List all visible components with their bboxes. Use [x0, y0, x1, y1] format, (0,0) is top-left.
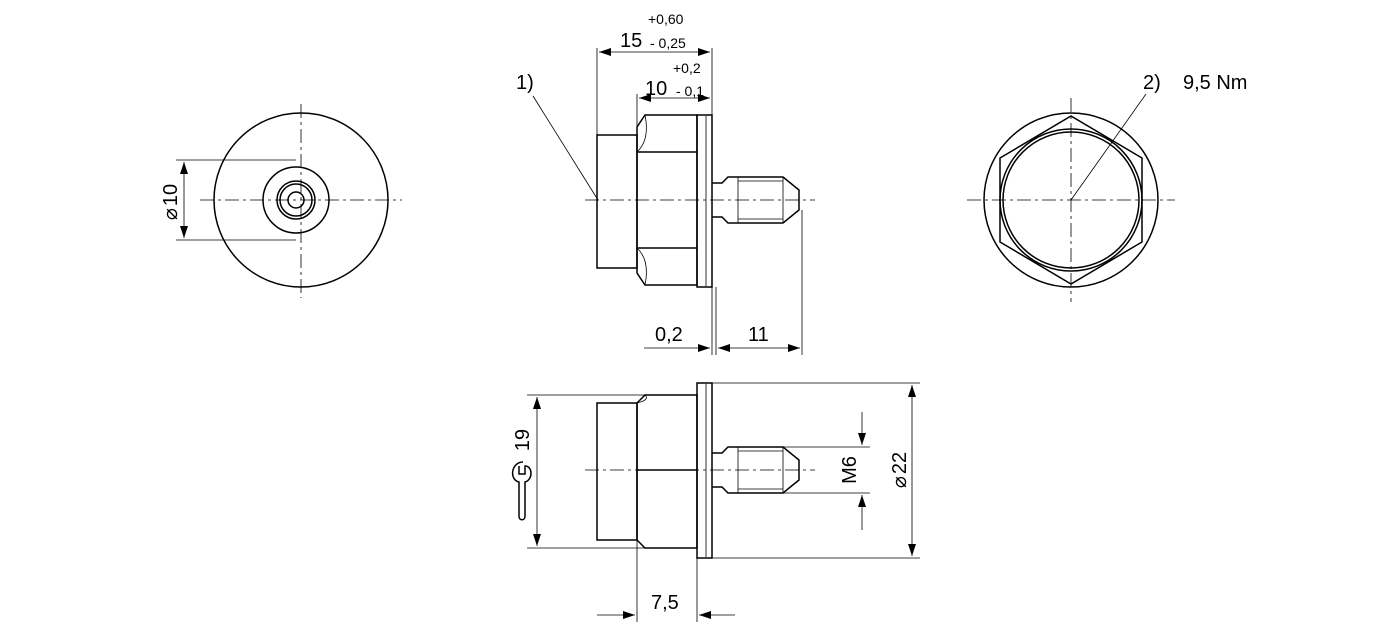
callout-1-label: 1): [516, 72, 534, 94]
side-view: 15 +0,60 - 0,25 10 +0,2 - 0,1 1) 0,2 11: [516, 11, 815, 355]
rear-view: 2) 9,5 Nm: [967, 72, 1247, 302]
wrench-icon: [511, 461, 532, 521]
dim-11-label: 11: [748, 324, 769, 346]
dim-10-label: 10: [645, 78, 667, 100]
callout-2-label: 2): [1143, 72, 1161, 94]
washer-rect: [696, 114, 713, 288]
dim-15-tol-lower: - 0,25: [650, 35, 686, 51]
dim-dia10-label: ⌀10: [160, 184, 182, 220]
dim-dia22-label: ⌀22: [889, 452, 911, 488]
hex-outline: [636, 394, 698, 549]
torque-label: 9,5 Nm: [1183, 72, 1247, 94]
dim-75-label: 7,5: [651, 592, 679, 614]
lower-side-view: 19 M6 ⌀22 7,5: [511, 382, 920, 622]
hex-chamfer: [636, 114, 647, 153]
callout-1-leader: [532, 95, 599, 201]
hex-chamfer: [636, 247, 647, 286]
washer-rect: [696, 382, 713, 559]
hex-chamfer: [636, 394, 647, 404]
body-rect: [596, 402, 638, 541]
dim-10-tol-lower: - 0,1: [676, 83, 704, 99]
callout-2-leader: [1070, 93, 1147, 201]
dim-gap-label: 0,2: [655, 324, 683, 346]
dim-15-label: 15: [620, 30, 642, 52]
dim-10-tol-upper: +0,2: [673, 60, 701, 76]
dim-15-tol-upper: +0,60: [648, 11, 684, 27]
dim-m6-label: M6: [839, 456, 861, 484]
dim-19-label: 19: [512, 429, 534, 451]
body-rect: [596, 134, 638, 269]
front-view: ⌀10: [160, 104, 402, 298]
